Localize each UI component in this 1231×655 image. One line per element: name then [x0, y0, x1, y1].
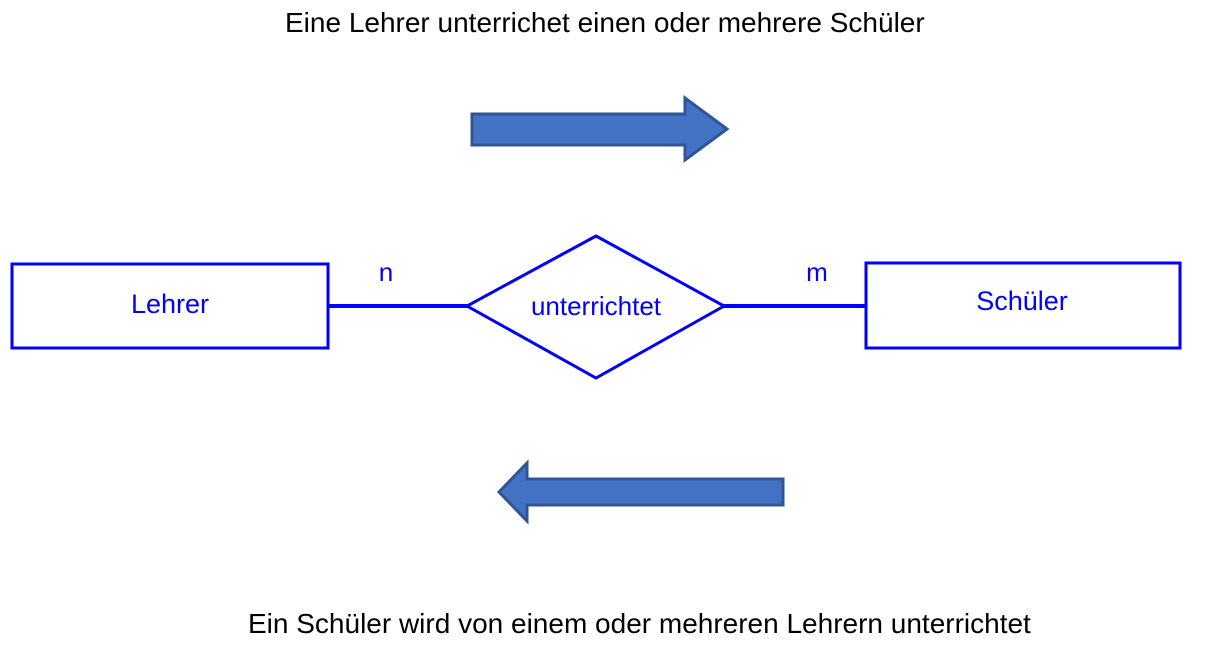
entity-label-schueler: Schüler: [976, 286, 1068, 316]
entity-label-lehrer: Lehrer: [131, 289, 209, 319]
caption-top: Eine Lehrer unterrichet einen oder mehre…: [285, 7, 925, 38]
arrow-right-icon: [470, 95, 730, 163]
entity-box-schueler[interactable]: [864, 261, 1182, 350]
caption-bottom: Ein Schüler wird von einem oder mehreren…: [248, 608, 1031, 639]
entity-box-lehrer[interactable]: [10, 262, 330, 350]
arrow-left-icon: [496, 459, 785, 525]
relationship-label-unterrichtet: unterrichtet: [531, 291, 662, 321]
relationship-diamond-unterrichtet[interactable]: [463, 234, 728, 380]
cardinality-label-right: m: [806, 257, 828, 287]
cardinality-label-left: n: [379, 257, 393, 287]
